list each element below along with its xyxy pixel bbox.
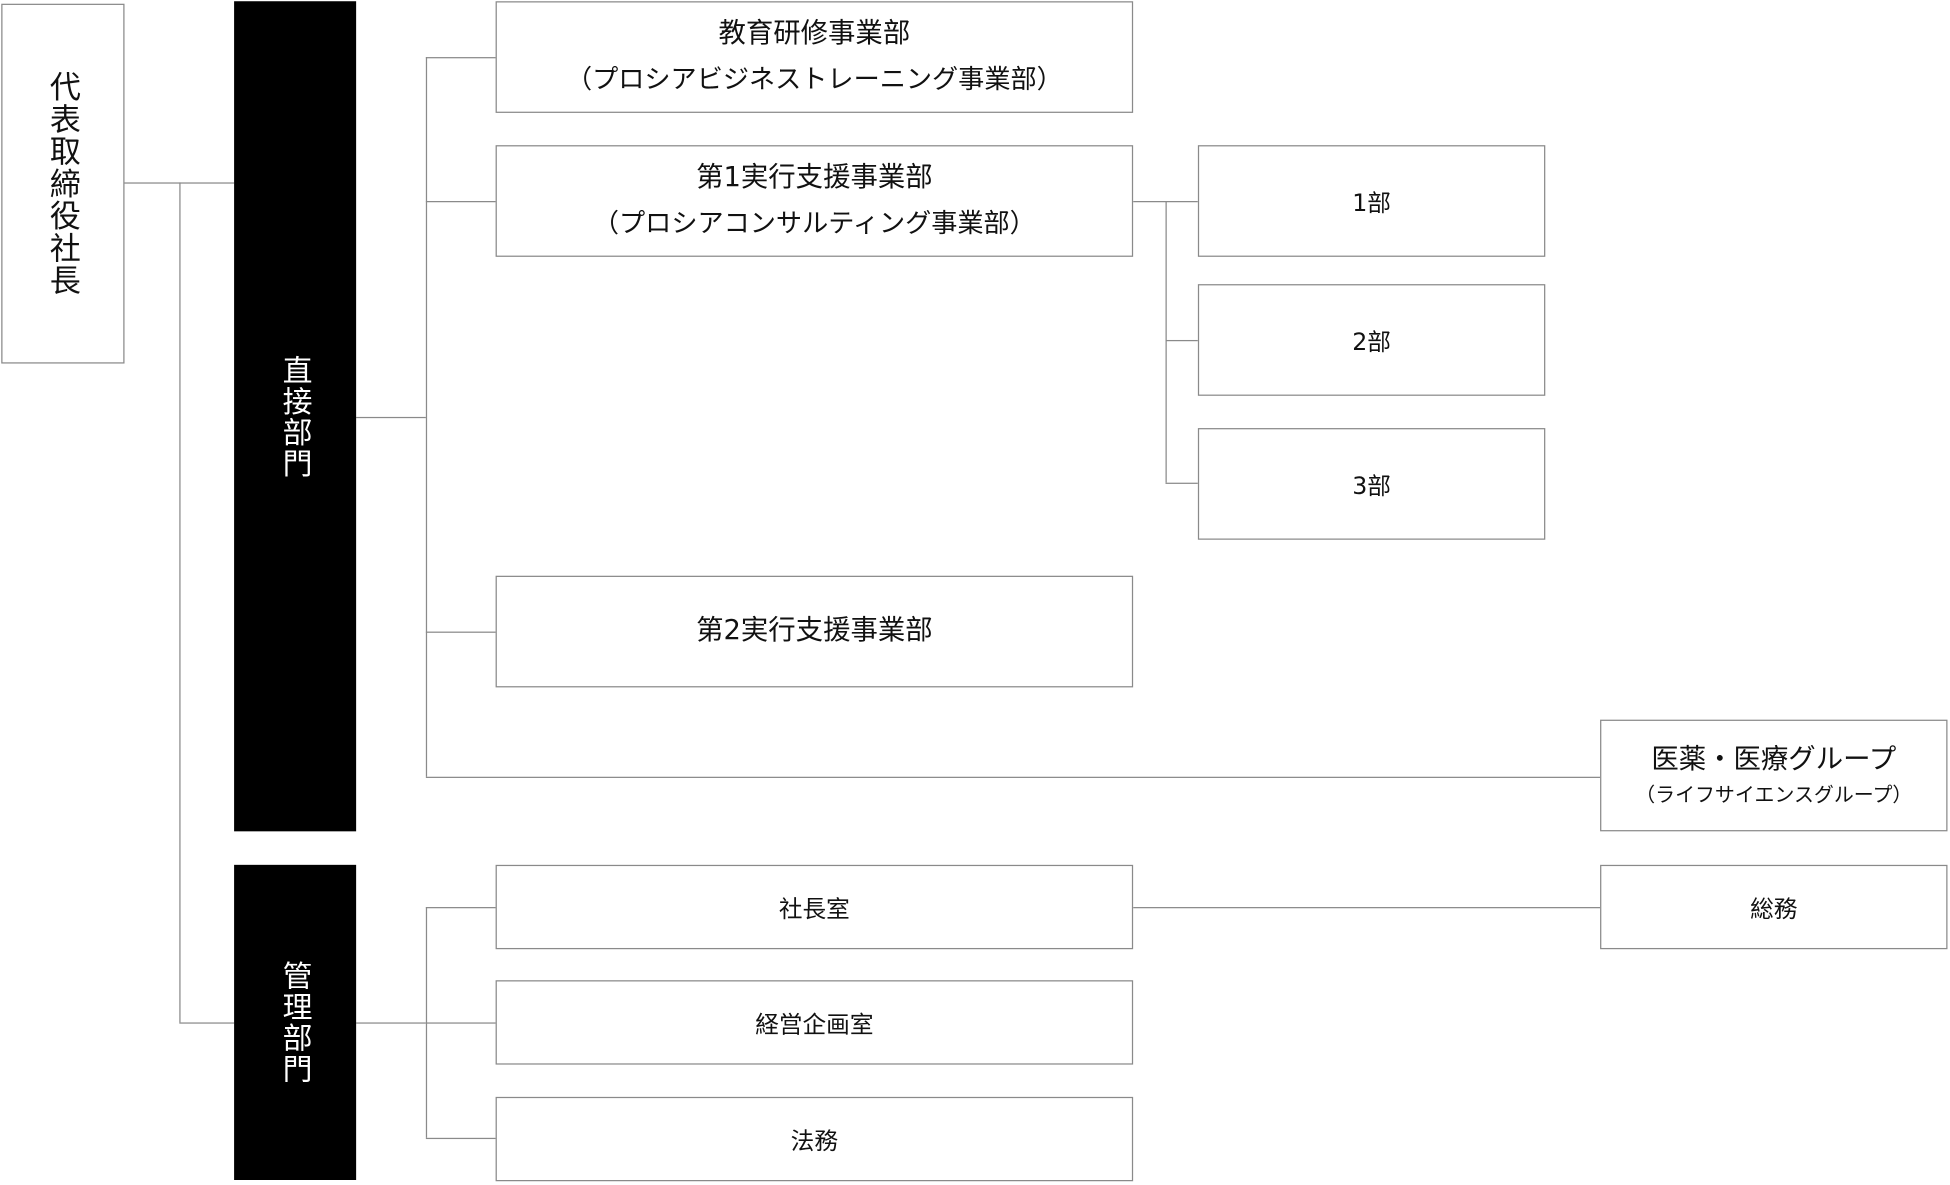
connector [425,57,496,59]
general-affairs-label: 総務 [1750,895,1798,923]
exec1-division-name: 第1実行支援事業部 [696,162,933,194]
president-office-label: 社長室 [778,895,850,923]
ceo-label: 代表取締役社長 [45,70,82,297]
ceo-box: 代表取締役社長 [1,3,125,364]
training-division-subname: （プロシアビジネストレーニング事業部） [565,64,1063,95]
training-division-name: 教育研修事業部 [718,18,911,50]
connector [179,182,181,1023]
connector [179,1022,235,1024]
sub-unit-2-box: 2部 [1197,284,1546,396]
corporate-planning-label: 経営企画室 [755,1010,874,1038]
sub-unit-3-label: 3部 [1352,472,1391,500]
sub-unit-2-label: 2部 [1352,328,1391,356]
exec1-division-box: 第1実行支援事業部 （プロシアコンサルティング事業部） [495,145,1134,257]
lifescience-group-box: 医薬・医療グループ （ライフサイエンスグループ） [1600,719,1948,832]
connector [1133,907,1601,909]
exec2-division-box: 第2実行支援事業部 [495,575,1134,688]
lifescience-group-name: 医薬・医療グループ [1651,744,1897,776]
sub-unit-3-box: 3部 [1197,428,1546,540]
exec1-division-subname: （プロシアコンサルティング事業部） [592,208,1036,239]
lifescience-group-subname: （ライフサイエンスグループ） [1635,782,1913,807]
training-division-box: 教育研修事業部 （プロシアビジネストレーニング事業部） [495,1,1134,113]
admin-dept-bar: 管理部門 [234,864,357,1181]
sub-unit-1-label: 1部 [1352,189,1391,217]
corporate-planning-box: 経営企画室 [495,980,1134,1065]
general-affairs-box: 総務 [1600,864,1948,950]
legal-label: 法務 [790,1127,839,1155]
connector [425,776,1601,778]
connector [425,1022,496,1024]
connector [1165,201,1167,483]
connector [356,416,426,419]
connector [1165,482,1198,484]
sub-unit-1-box: 1部 [1197,145,1546,257]
president-office-box: 社長室 [495,864,1134,950]
connector [425,1137,496,1140]
connector [356,1022,426,1024]
connector [425,201,496,203]
exec2-division-name: 第2実行支援事業部 [696,615,933,647]
connector [425,631,496,633]
connector [1165,339,1198,342]
admin-dept-label: 管理部門 [277,960,312,1085]
connector [425,57,428,777]
legal-box: 法務 [495,1096,1134,1182]
direct-dept-label: 直接部門 [277,354,312,479]
connector [425,907,496,909]
direct-dept-bar: 直接部門 [234,1,357,832]
